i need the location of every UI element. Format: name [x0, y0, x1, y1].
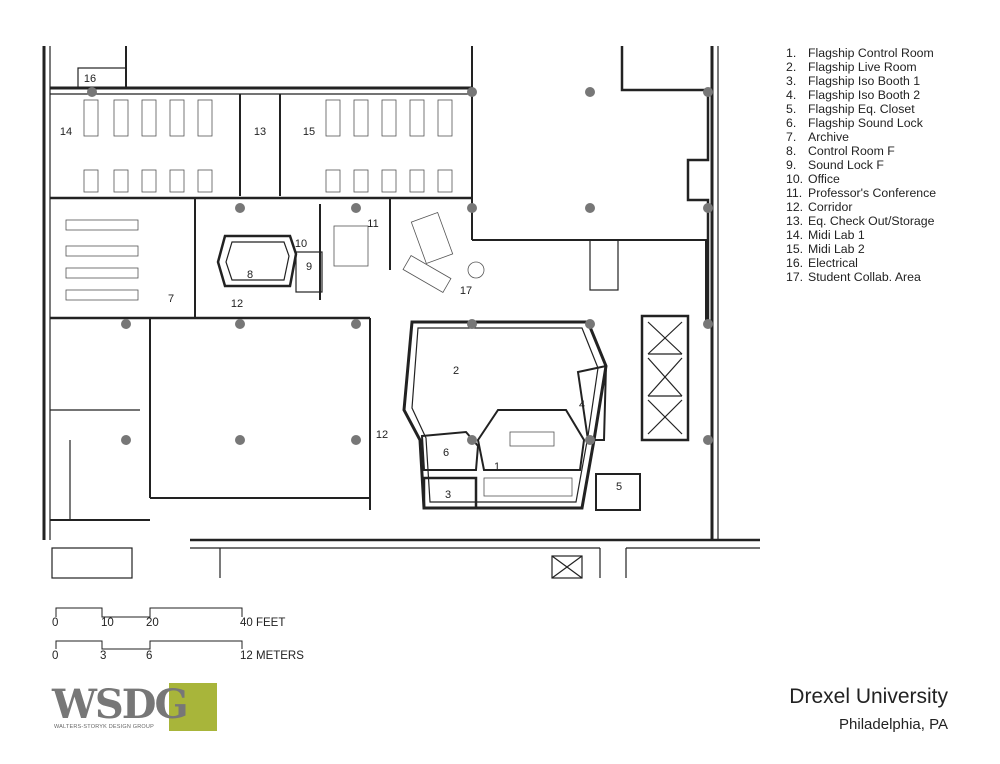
scale-feet-tick: 0	[52, 617, 59, 629]
legend-number: 16.	[786, 256, 804, 270]
scale-feet-label: 40 FEET	[240, 617, 286, 629]
legend-item: 13. Eq. Check Out/Storage	[786, 214, 936, 228]
legend-item: 11. Professor's Conference	[786, 186, 936, 200]
scale-feet-tick: 10	[101, 617, 114, 629]
legend-number: 4.	[786, 88, 797, 102]
legend-number: 3.	[786, 74, 797, 88]
legend-item: 9. Sound Lock F	[786, 158, 936, 172]
legend-room-name: Midi Lab 1	[808, 228, 865, 242]
legend-room-name: Corridor	[808, 200, 853, 214]
legend-room-name: Sound Lock F	[808, 158, 884, 172]
legend-room-name: Flagship Iso Booth 1	[808, 74, 921, 88]
room-label: 8	[247, 269, 253, 281]
legend-room-name: Control Room F	[808, 144, 895, 158]
room-label: 6	[443, 447, 449, 459]
legend-room-name: Electrical	[808, 256, 858, 270]
legend-item: 10. Office	[786, 172, 936, 186]
legend-number: 6.	[786, 116, 797, 130]
room-label: 2	[453, 365, 459, 377]
legend-item: 12. Corridor	[786, 200, 936, 214]
legend-number: 9.	[786, 158, 797, 172]
scale-meter-tick: 0	[52, 650, 59, 662]
room-label: 13	[254, 126, 266, 138]
legend-number: 8.	[786, 144, 797, 158]
legend-item: 17. Student Collab. Area	[786, 270, 936, 284]
room-label: 5	[616, 481, 622, 493]
room-label: 1	[494, 461, 500, 473]
legend-item: 5. Flagship Eq. Closet	[786, 102, 936, 116]
scale-meter-tick: 3	[100, 650, 107, 662]
legend-number: 17.	[786, 270, 804, 284]
legend-number: 14.	[786, 228, 804, 242]
room-label: 7	[168, 293, 174, 305]
legend-item: 1. Flagship Control Room	[786, 46, 936, 60]
wsdg-logo: WSDG WALTERS-STORYK DESIGN GROUP	[52, 683, 222, 735]
scale-feet-tick: 20	[146, 617, 159, 629]
room-legend: 1. Flagship Control Room 2. Flagship Live R…	[786, 46, 936, 284]
client-name: Drexel University	[789, 685, 948, 708]
room-label: 14	[60, 126, 72, 138]
legend-room-name: Student Collab. Area	[808, 270, 921, 284]
room-label: 15	[303, 126, 315, 138]
legend-item: 15. Midi Lab 2	[786, 242, 936, 256]
legend-number: 12.	[786, 200, 804, 214]
legend-item: 4. Flagship Iso Booth 2	[786, 88, 936, 102]
legend-number: 1.	[786, 46, 797, 60]
logo-accent-square	[169, 683, 217, 731]
room-label: 16	[84, 73, 96, 85]
room-label: 9	[306, 261, 312, 273]
room-label: 17	[460, 285, 472, 297]
legend-item: 8. Control Room F	[786, 144, 936, 158]
legend-room-name: Archive	[808, 130, 850, 144]
scale-meter-label: 12 METERS	[240, 650, 304, 662]
room-label: 12	[231, 298, 243, 310]
legend-room-name: Office	[808, 172, 840, 186]
legend-room-name: Flagship Sound Lock	[808, 116, 923, 130]
legend-number: 15.	[786, 242, 804, 256]
legend-item: 2. Flagship Live Room	[786, 60, 936, 74]
room-label: 4	[579, 399, 585, 411]
legend-item: 6. Flagship Sound Lock	[786, 116, 936, 130]
legend-number: 7.	[786, 130, 797, 144]
legend-number: 5.	[786, 102, 797, 116]
legend-room-name: Flagship Live Room	[808, 60, 917, 74]
legend-room-name: Flagship Eq. Closet	[808, 102, 915, 116]
legend-number: 10.	[786, 172, 804, 186]
legend-item: 14. Midi Lab 1	[786, 228, 936, 242]
legend-number: 13.	[786, 214, 804, 228]
legend-item: 3. Flagship Iso Booth 1	[786, 74, 936, 88]
scale-bar	[55, 607, 243, 650]
logo-subtitle: WALTERS-STORYK DESIGN GROUP	[54, 724, 154, 730]
legend-room-name: Eq. Check Out/Storage	[808, 214, 935, 228]
legend-number: 2.	[786, 60, 797, 74]
legend-room-name: Midi Lab 2	[808, 242, 865, 256]
room-label: 11	[367, 218, 378, 230]
room-label: 10	[295, 238, 307, 250]
room-label: 12	[376, 429, 388, 441]
legend-item: 16. Electrical	[786, 256, 936, 270]
legend-room-name: Flagship Iso Booth 2	[808, 88, 921, 102]
client-location: Philadelphia, PA	[839, 716, 948, 733]
room-label: 3	[445, 489, 451, 501]
legend-item: 7. Archive	[786, 130, 936, 144]
logo-wordmark: WSDG	[52, 681, 189, 728]
legend-room-name: Flagship Control Room	[808, 46, 934, 60]
scale-meter-tick: 6	[146, 650, 153, 662]
legend-number: 11.	[786, 186, 803, 200]
legend-room-name: Professor's Conference	[808, 186, 937, 200]
